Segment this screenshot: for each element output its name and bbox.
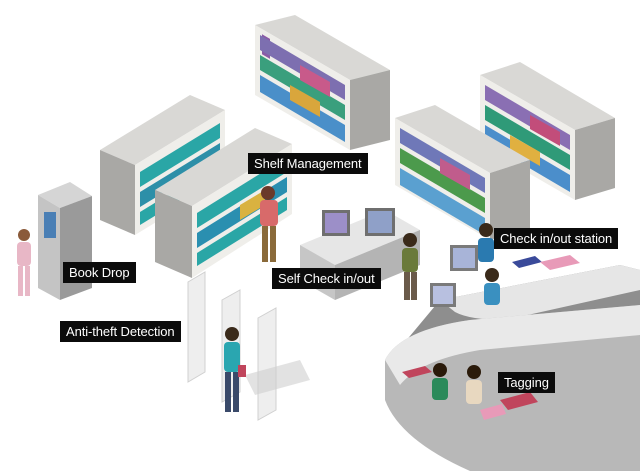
person-self-check: [402, 233, 418, 300]
bookshelf-middle-right: [395, 105, 530, 240]
book-drop-label: Book Drop: [63, 262, 136, 283]
self-check-label: Self Check in/out: [272, 268, 381, 289]
tagging-label: Tagging: [498, 372, 555, 393]
anti-theft-gates: [187, 271, 310, 421]
anti-theft-label: Anti-theft Detection: [60, 321, 181, 342]
check-station-label: Check in/out station: [494, 228, 619, 249]
bookshelf-top-right: [480, 62, 615, 200]
tagging-station: [402, 363, 538, 420]
person-book-drop: [17, 229, 31, 296]
person-checkin-station: [478, 223, 500, 305]
person-shelf-management: [260, 186, 278, 262]
bookshelf-top-center: [255, 15, 390, 150]
checkin-station-computer: [430, 245, 580, 307]
shelf-management-label: Shelf Management: [248, 153, 368, 174]
person-anti-theft: [224, 327, 246, 412]
